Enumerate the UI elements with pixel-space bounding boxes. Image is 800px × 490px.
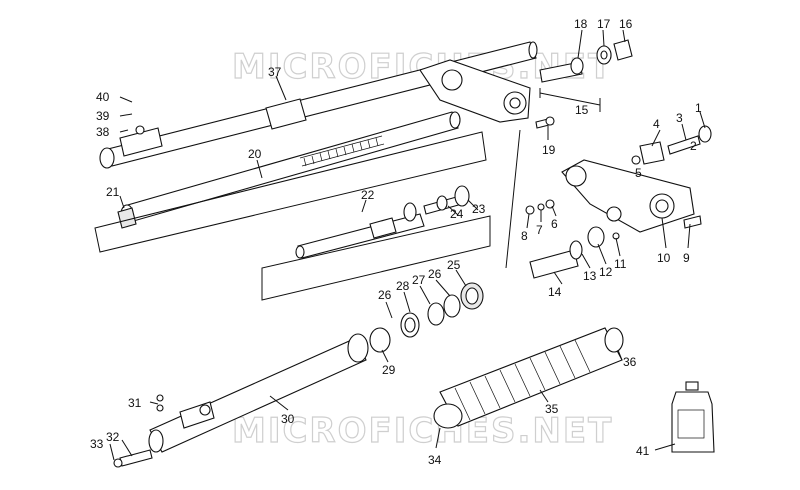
bracket-22 (261, 215, 491, 301)
callout-25: 25 (447, 258, 461, 272)
callout-19: 19 (542, 143, 556, 157)
callout-32: 32 (106, 430, 120, 444)
callout-20: 20 (248, 147, 262, 161)
leader-lines (109, 29, 706, 461)
seal-stack (369, 282, 484, 353)
callout-29: 29 (382, 363, 396, 377)
damper-rod (295, 185, 470, 259)
callout-3: 3 (676, 111, 683, 125)
callout-41: 41 (636, 444, 650, 458)
callout-labels: 1 2 3 4 5 6 7 8 9 10 11 12 13 14 15 16 1… (90, 17, 702, 467)
callout-4: 4 (653, 117, 660, 131)
callout-8: 8 (521, 229, 528, 243)
lower-yoke (525, 125, 712, 279)
callout-9: 9 (683, 251, 690, 265)
callout-14: 14 (548, 285, 562, 299)
callout-21: 21 (106, 185, 120, 199)
callout-24: 24 (450, 207, 464, 221)
callout-17: 17 (597, 17, 611, 31)
fork-oil-bottle (671, 381, 715, 453)
callout-12: 12 (599, 265, 613, 279)
callout-22: 22 (361, 188, 375, 202)
callout-26-right: 26 (428, 267, 442, 281)
callout-2: 2 (690, 139, 697, 153)
callout-34: 34 (428, 453, 442, 467)
top-yoke (419, 59, 583, 123)
callout-28: 28 (396, 279, 410, 293)
callout-11: 11 (614, 257, 627, 271)
callout-7: 7 (536, 223, 543, 237)
callout-36: 36 (623, 355, 637, 369)
callout-23: 23 (472, 202, 486, 216)
callout-16: 16 (619, 17, 633, 31)
callout-10: 10 (657, 251, 671, 265)
watermark-bottom: MICROFICHES.NET (232, 411, 613, 451)
callout-6: 6 (551, 217, 558, 231)
callout-37: 37 (268, 65, 282, 79)
callout-39: 39 (96, 109, 110, 123)
callout-38-40: 40 (96, 90, 110, 104)
callout-35: 35 (545, 402, 559, 416)
fork-slider (113, 333, 369, 468)
inner-tube (117, 111, 461, 229)
callout-27: 27 (412, 273, 426, 287)
callout-5: 5 (635, 166, 642, 180)
callout-15: 15 (575, 103, 589, 117)
fork-gaiter (433, 327, 624, 429)
steering-guide-line (505, 129, 521, 269)
callout-1: 1 (695, 101, 702, 115)
callout-33: 33 (90, 437, 104, 451)
bolt-19 (535, 116, 555, 129)
callout-38: 38 (96, 125, 110, 139)
callout-13: 13 (583, 269, 597, 283)
callout-18: 18 (574, 17, 588, 31)
callout-26-left: 26 (378, 288, 392, 302)
callout-30: 30 (281, 412, 295, 426)
bracket-20 (94, 131, 487, 253)
bracket-15 (539, 88, 601, 112)
cap-parts (570, 39, 633, 75)
callout-31: 31 (128, 396, 142, 410)
